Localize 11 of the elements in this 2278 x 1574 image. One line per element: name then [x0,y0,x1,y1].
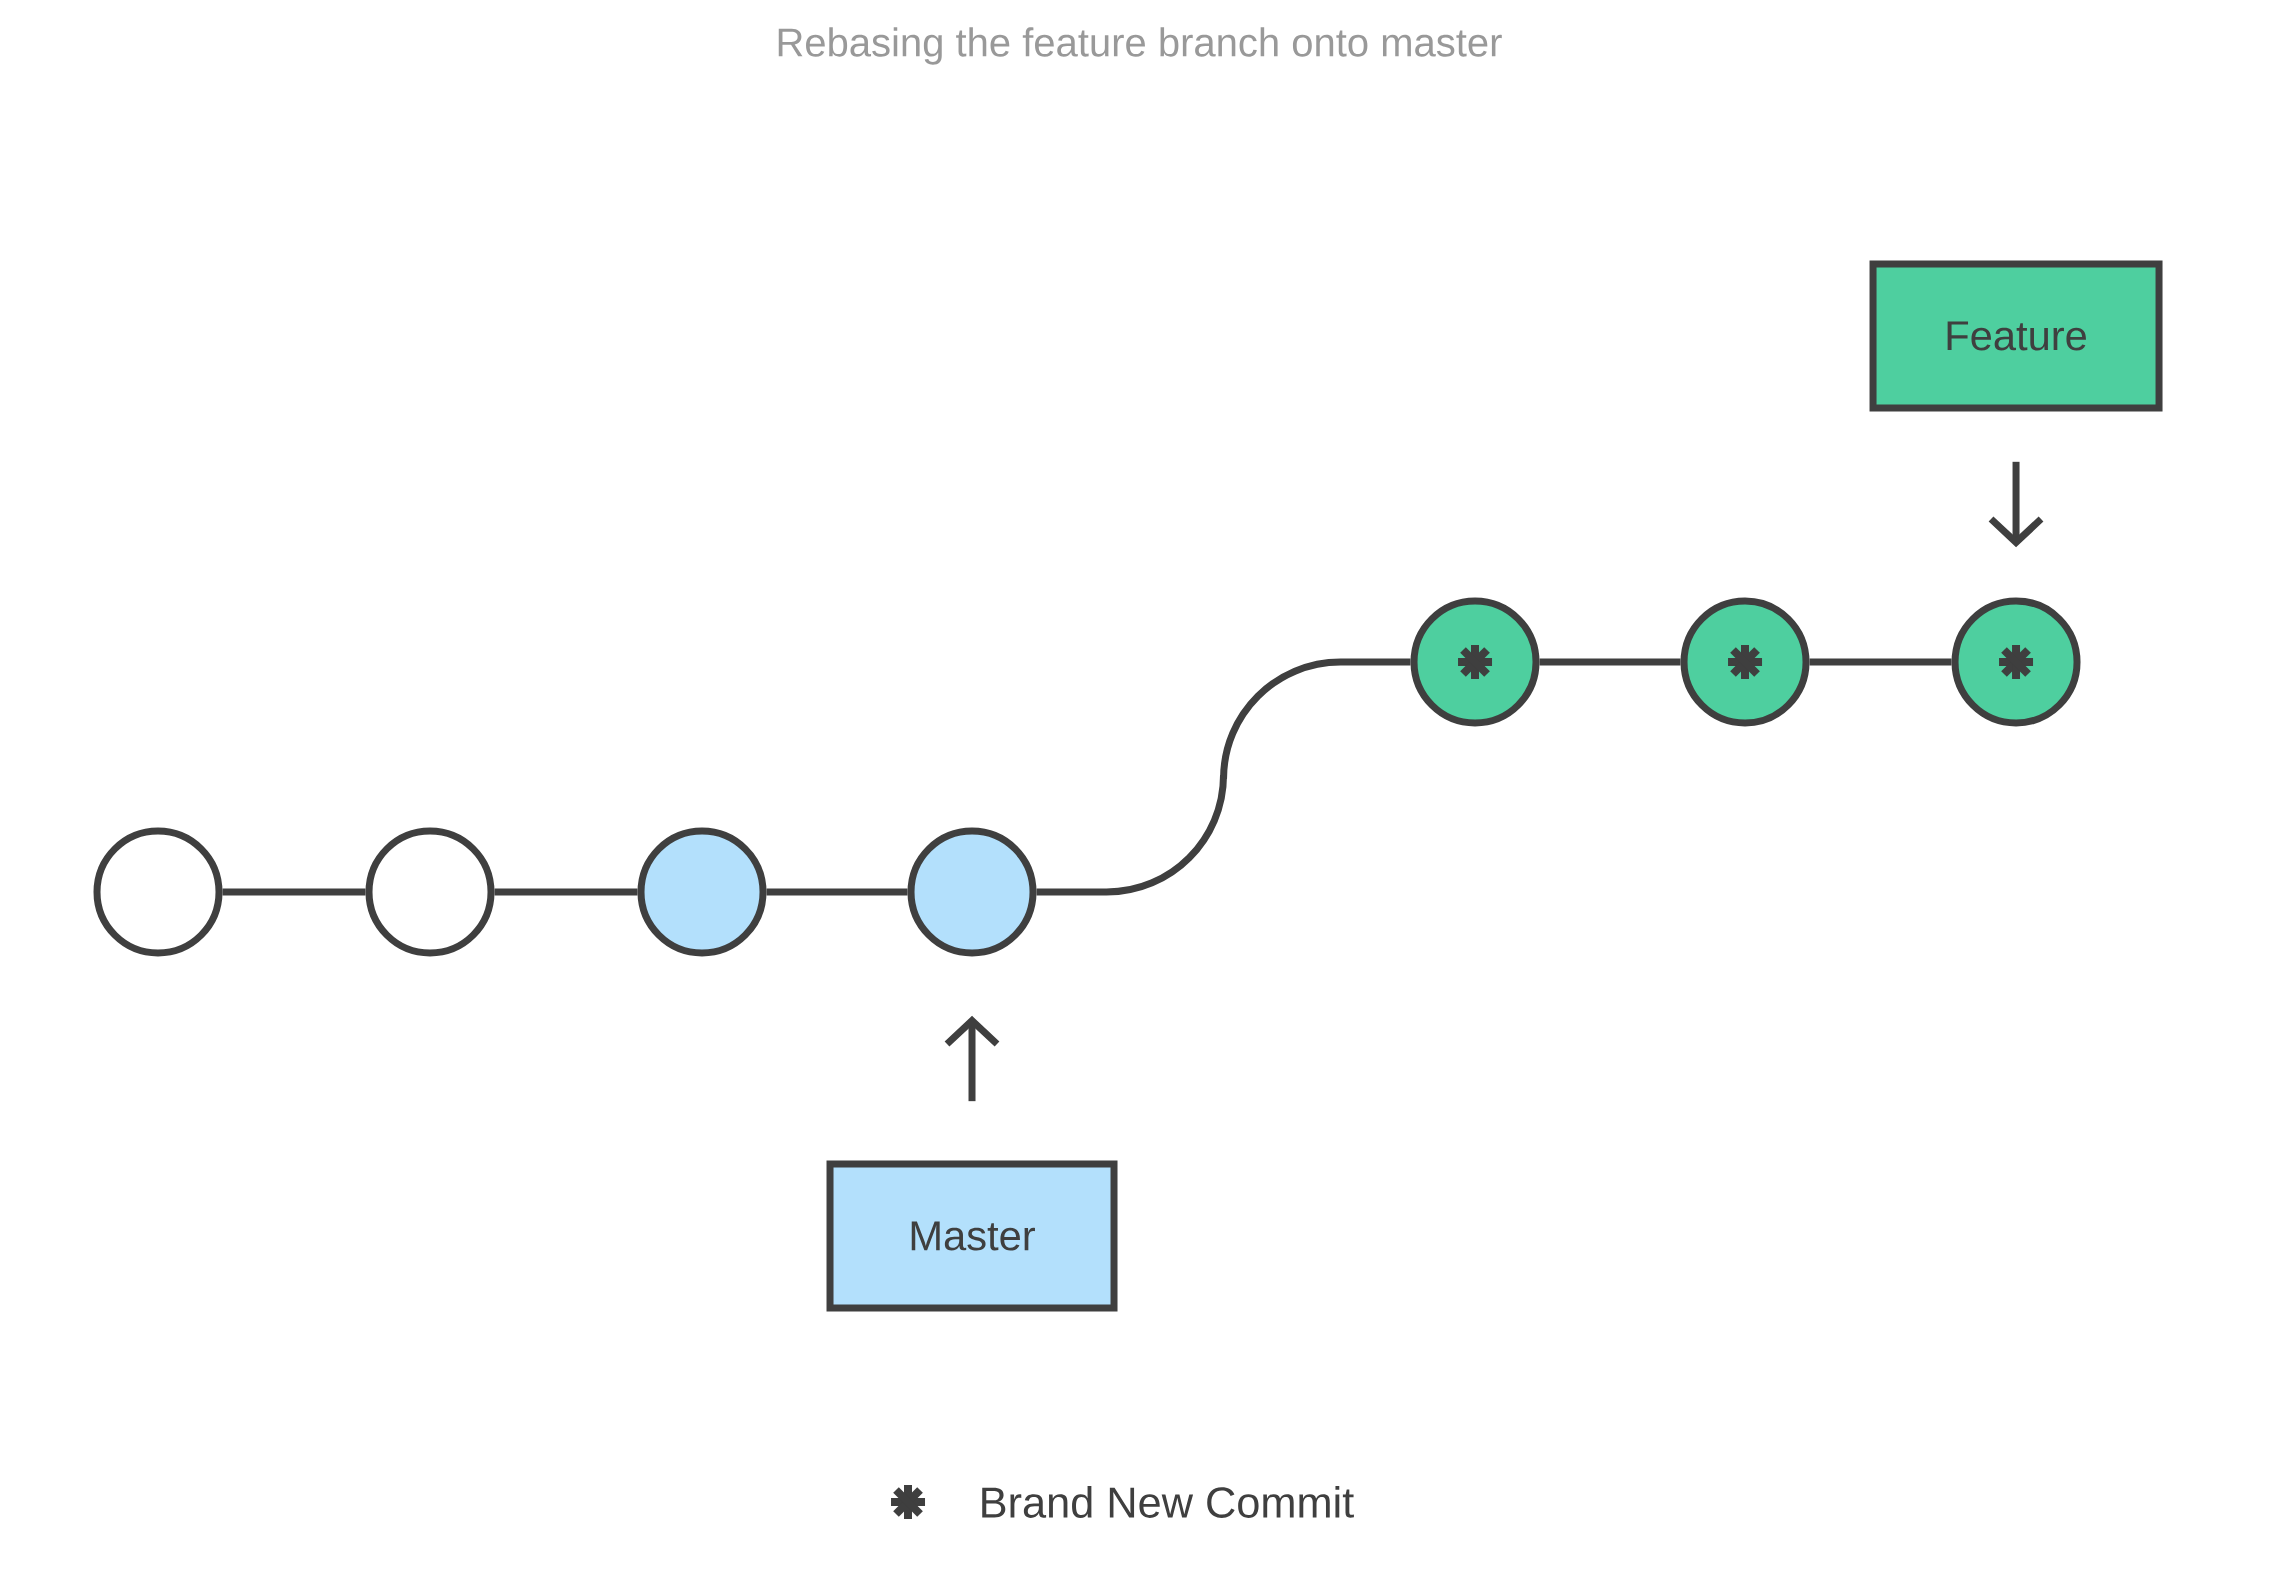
commit-circle [365,827,495,957]
commit-circle [93,827,223,957]
commit-circle [637,827,767,957]
branch-label-box: Master [826,1160,1118,1312]
commit-circle [907,827,1037,957]
branch-label-box: Feature [1869,260,2163,412]
commit-circle [1680,597,1810,727]
commit-circle [1951,597,2081,727]
commit-circle [1410,597,1540,727]
legend-label: Brand New Commit [982,1486,1354,1518]
title: Rebasing the feature branch onto master [778,27,1502,65]
